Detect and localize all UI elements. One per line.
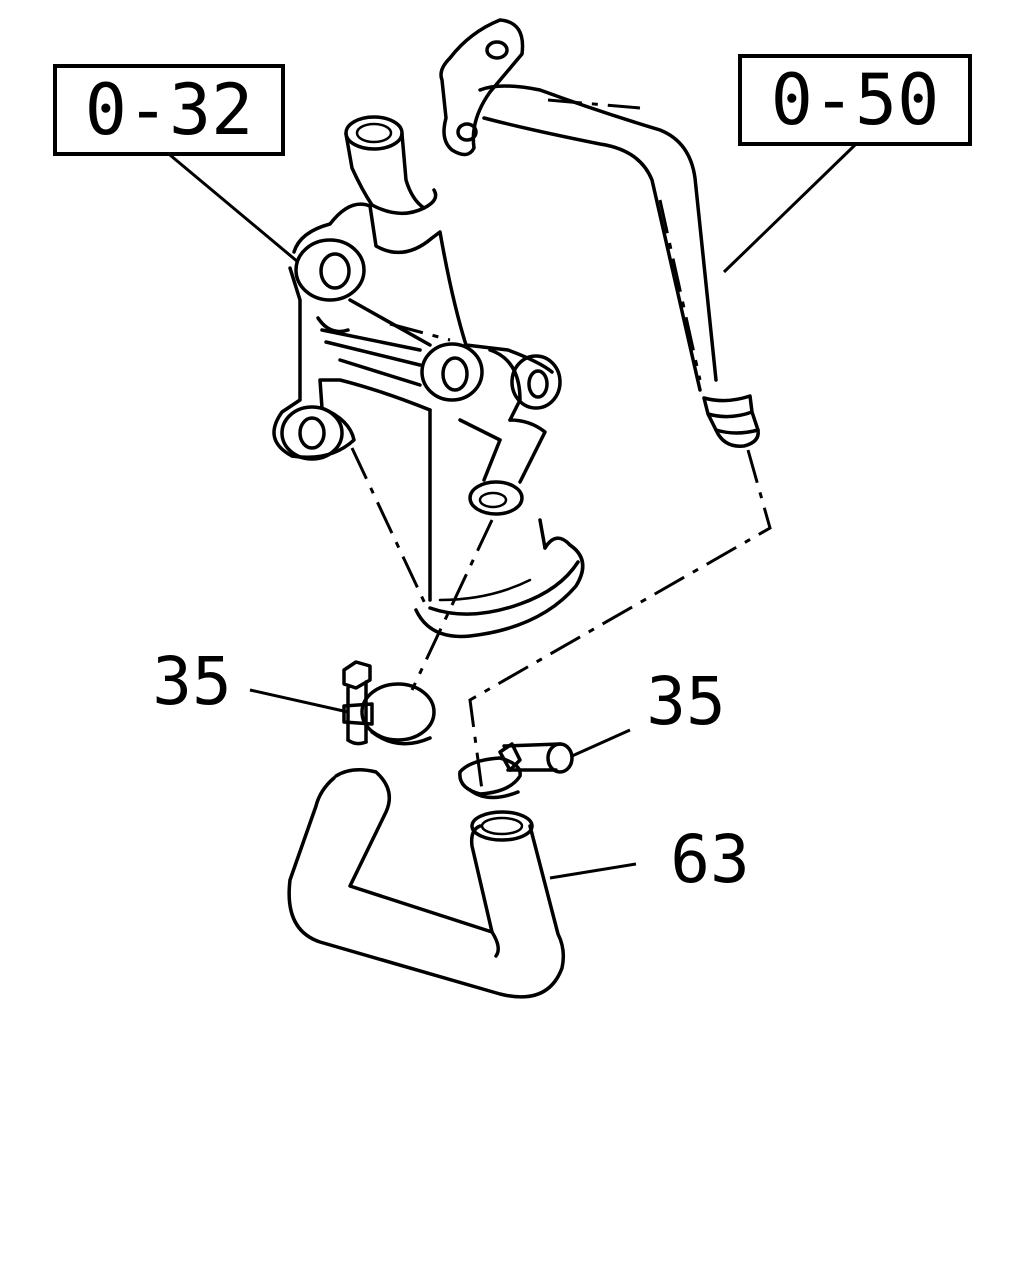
hose-inner-contour xyxy=(334,768,494,934)
reference-box-0-32[interactable]: 0-32 xyxy=(53,64,285,156)
reference-box-frame xyxy=(738,54,972,146)
housing-left-outline xyxy=(272,266,302,458)
housing-neck xyxy=(428,408,547,602)
housing-ribs xyxy=(320,298,432,387)
centerline-bypass-clamp xyxy=(410,519,494,691)
mounting-hole-lower xyxy=(298,416,326,450)
water-hose xyxy=(287,768,566,999)
lower-flange-outer xyxy=(414,536,585,639)
housing-top-outline xyxy=(292,202,554,374)
part-number-63: 63 xyxy=(670,821,749,898)
lower-flange-lip xyxy=(438,578,532,602)
pipe-bead-ring xyxy=(702,394,760,435)
mounting-hole-upper xyxy=(319,252,351,290)
hose-clamp-right xyxy=(458,742,574,800)
bypass-pipe xyxy=(439,18,760,448)
clamp-screw-head xyxy=(342,660,372,690)
clamp-band-outer xyxy=(458,756,522,796)
callout-35-right[interactable]: 35 xyxy=(646,663,725,740)
pipe-lower-wall xyxy=(482,116,702,392)
flange-hole-lower xyxy=(456,122,478,142)
pipe-end xyxy=(714,428,760,448)
mounting-hole-right xyxy=(527,369,549,399)
bypass-nipple-bore xyxy=(478,491,508,509)
bypass-nipple-end xyxy=(468,480,524,516)
reference-box-0-50[interactable]: 0-50 xyxy=(738,54,972,146)
lower-flange-inner xyxy=(428,560,580,616)
clamp-band-lower xyxy=(468,788,520,800)
reference-label-0-50: 0-50 xyxy=(771,59,940,141)
housing-web xyxy=(316,316,350,334)
reference-label-0-32: 0-32 xyxy=(85,69,254,151)
inlet-pipe-rim xyxy=(344,115,404,151)
leader-35-left xyxy=(249,688,349,714)
mounting-boss-center xyxy=(420,342,484,402)
clamp-screw-shank xyxy=(346,680,368,744)
mounting-hole-center xyxy=(441,356,469,392)
pipe-upper-wall xyxy=(478,84,718,382)
leader-63 xyxy=(549,862,637,880)
mounting-boss-lower xyxy=(280,405,344,461)
leader-0-50 xyxy=(722,143,857,274)
hose-end-bore xyxy=(480,816,524,836)
callout-63[interactable]: 63 xyxy=(670,821,749,898)
inlet-pipe-collar xyxy=(370,188,438,215)
flange-hole-upper xyxy=(485,40,509,60)
outlet-spigot xyxy=(458,348,522,442)
leader-35-right xyxy=(571,728,631,758)
clamp-band-outer xyxy=(360,682,436,742)
centerline-boss xyxy=(389,322,451,342)
inlet-pipe-right-wall xyxy=(400,132,426,210)
clamp-band-inner xyxy=(370,730,432,746)
hose-end-opening xyxy=(470,810,534,842)
leader-0-32 xyxy=(169,153,299,264)
part-number-35-left: 35 xyxy=(152,643,231,720)
centerline-pipe-hose xyxy=(468,449,772,791)
hose-outer-contour xyxy=(287,776,566,999)
reference-box-frame xyxy=(53,64,285,156)
hose-bend-crease xyxy=(490,930,500,958)
clamp-housing xyxy=(342,702,374,726)
clamp-screw-head xyxy=(546,742,574,774)
part-number-35-right: 35 xyxy=(646,663,725,740)
mounting-boss-upper xyxy=(294,238,366,302)
centerline-pipe-run xyxy=(658,199,702,381)
callout-35-left[interactable]: 35 xyxy=(152,643,231,720)
centerline-pipe xyxy=(547,98,641,110)
centerline-housing-flange xyxy=(350,447,430,611)
thermostat-housing xyxy=(272,115,585,639)
clamp-screw-tip xyxy=(346,738,368,746)
inlet-pipe-left-wall xyxy=(344,132,374,207)
pipe-flange xyxy=(439,18,525,157)
mounting-boss-right xyxy=(510,354,562,410)
clamp-housing xyxy=(498,742,522,772)
hose-clamp-left xyxy=(342,660,436,746)
inlet-pipe-bore xyxy=(355,122,393,144)
bypass-nipple xyxy=(482,418,547,484)
